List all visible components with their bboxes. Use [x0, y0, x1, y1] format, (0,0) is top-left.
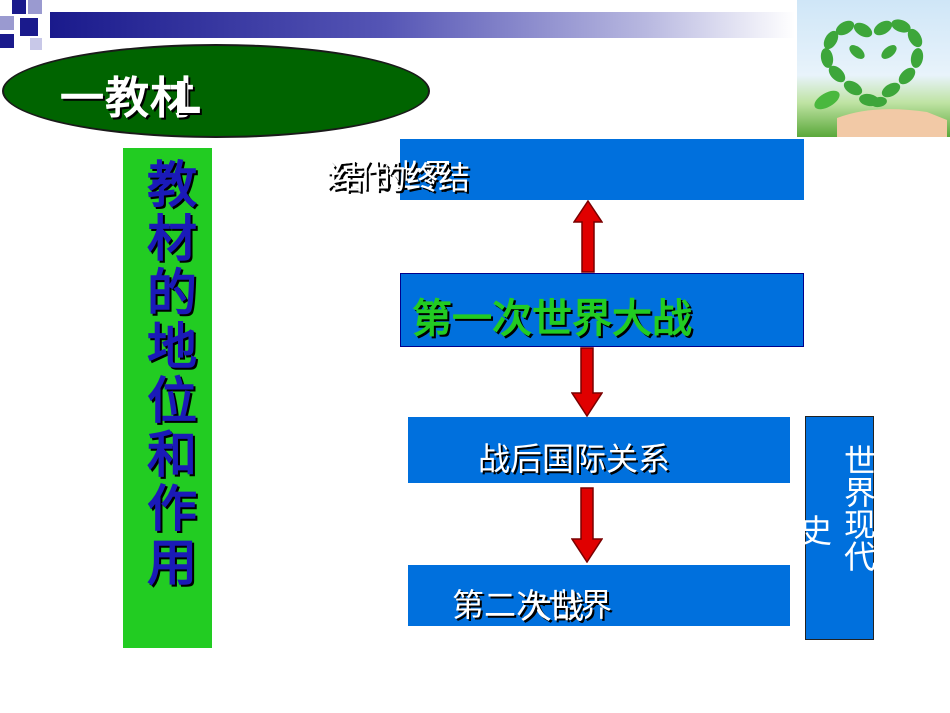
side-label-box: 教材的地位和作用: [123, 148, 212, 648]
arrow-down-icon: [571, 487, 603, 563]
header-gradient-bar: [50, 12, 795, 38]
flow-box-bottom: [408, 565, 790, 626]
flow-box-top-text-a: 近代世界: [326, 157, 455, 195]
slide-title-overlap: L: [173, 73, 203, 124]
flow-box-bottom-text-a: 第二次世界: [452, 586, 613, 624]
deco-square: [20, 18, 38, 36]
flow-box-top-text-b: 结 的终结: [332, 159, 471, 197]
deco-square: [30, 38, 42, 50]
flow-box-middle-text: 第一次世界大战: [412, 296, 692, 342]
slide-title: 一教材L: [60, 62, 202, 126]
heart-leaves-image: [797, 0, 950, 137]
side-note-box: [805, 416, 874, 640]
deco-square: [12, 0, 26, 14]
flow-box-bottom-text-b: 大战: [520, 588, 585, 626]
slide-title-main: 一教材: [60, 73, 195, 124]
side-note-text: 世界现代: [839, 444, 877, 572]
side-label: 教材的地位和作用: [139, 158, 197, 590]
flow-box-top: [400, 139, 804, 200]
title-ellipse: [2, 44, 430, 138]
arrow-down-icon: [571, 347, 603, 417]
deco-square: [0, 16, 14, 30]
side-note-extra: 史: [800, 512, 833, 550]
deco-square: [28, 0, 42, 14]
flow-box-lower-text: 战后国际关系: [478, 440, 671, 478]
flow-box-middle: [400, 273, 804, 347]
deco-square: [0, 34, 14, 48]
arrow-up-icon: [573, 200, 603, 273]
flow-box-lower: [408, 417, 790, 483]
